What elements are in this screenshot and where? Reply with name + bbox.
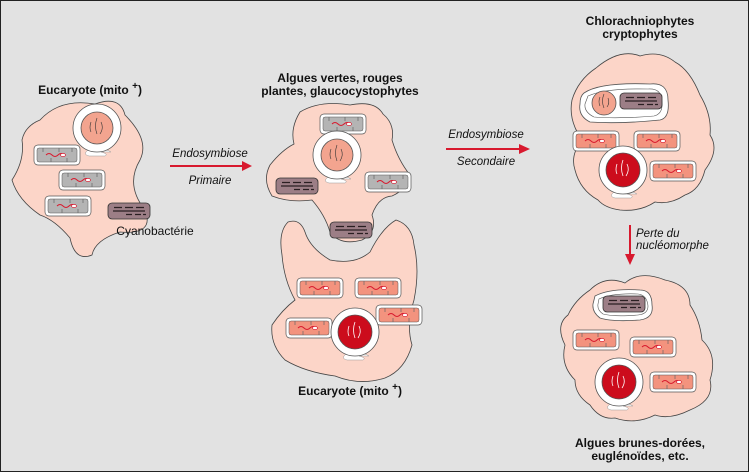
label-endosymbiose-secondary: Endosymbiose: [448, 129, 524, 141]
label-eucaryote-left: Eucaryote (mito +): [10, 81, 170, 98]
arrow-loss-nucleomorph: [625, 225, 635, 265]
label-algues-brunes-2: euglénoïdes, etc.: [591, 449, 689, 463]
cell-eucaryote-bottom: [271, 219, 423, 382]
label-eucaryote-bottom: Eucaryote (mito +): [280, 382, 420, 399]
label-close: ): [397, 384, 402, 398]
label-close: ): [137, 83, 142, 97]
cell-algues-brunes: [560, 275, 714, 422]
label-perte-1: Perte du: [636, 228, 680, 240]
cell-algues-vertes: [266, 103, 412, 243]
label-algues-brunes-1: Algues brunes-dorées,: [574, 436, 706, 450]
label-endosymbiose-primary: Endosymbiose: [172, 148, 248, 160]
arrow-primary: [170, 161, 252, 171]
label-text: Eucaryote (mito: [38, 83, 133, 97]
label-algues-vertes-2: plantes, glaucocystophytes: [261, 84, 419, 98]
label-algues-vertes-1: Algues vertes, rouges: [277, 71, 403, 85]
cyanobacterium: [107, 202, 151, 220]
arrow-secondary: [446, 144, 530, 154]
label-secondaire: Secondaire: [456, 156, 516, 168]
cell-chlorarachniophytes: [570, 53, 715, 211]
label-perte-2: nucléomorphe: [636, 240, 709, 252]
label-primaire: Primaire: [188, 175, 232, 187]
mito-superscript: +: [132, 81, 138, 92]
mito-superscript: +: [392, 382, 398, 393]
label-text: Eucaryote (mito: [298, 384, 393, 398]
label-chlorarachnio-2: cryptophytes: [602, 27, 678, 41]
label-cyanobacterie: Cyanobactérie: [116, 224, 194, 238]
label-chlorarachnio-1: Chlorachniophytes: [585, 14, 695, 28]
